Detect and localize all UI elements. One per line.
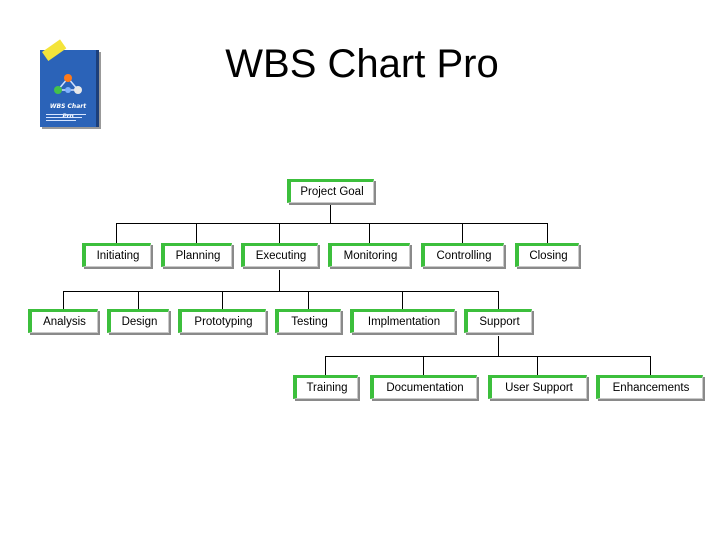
- node-training: Training: [293, 375, 358, 399]
- node-analysis: Analysis: [28, 309, 98, 333]
- slide-title-text: WBS Chart Pro: [225, 42, 499, 86]
- box-logo-text: WBS Chart Pro: [49, 103, 87, 120]
- box-fine-print-line: [46, 117, 82, 118]
- box-fine-print-line: [46, 120, 76, 121]
- node-support: Support: [464, 309, 532, 333]
- box-fine-print-line: [46, 114, 86, 115]
- node-controlling: Controlling: [421, 243, 504, 267]
- node-closing: Closing: [515, 243, 579, 267]
- slide-title: WBS Chart Pro: [0, 42, 728, 87]
- node-user-support: User Support: [488, 375, 587, 399]
- node-planning: Planning: [161, 243, 232, 267]
- node-prototyping: Prototyping: [178, 309, 266, 333]
- node-project-goal: Project Goal: [287, 179, 374, 203]
- node-implmentation: Implmentation: [350, 309, 455, 333]
- node-initiating: Initiating: [82, 243, 151, 267]
- product-box-image: WBS Chart Pro: [40, 39, 99, 127]
- node-monitoring: Monitoring: [328, 243, 410, 267]
- node-documentation: Documentation: [370, 375, 477, 399]
- node-executing: Executing: [241, 243, 318, 267]
- node-design: Design: [107, 309, 169, 333]
- node-enhancements: Enhancements: [596, 375, 703, 399]
- wbs-network-icon: [54, 74, 82, 94]
- node-testing: Testing: [275, 309, 341, 333]
